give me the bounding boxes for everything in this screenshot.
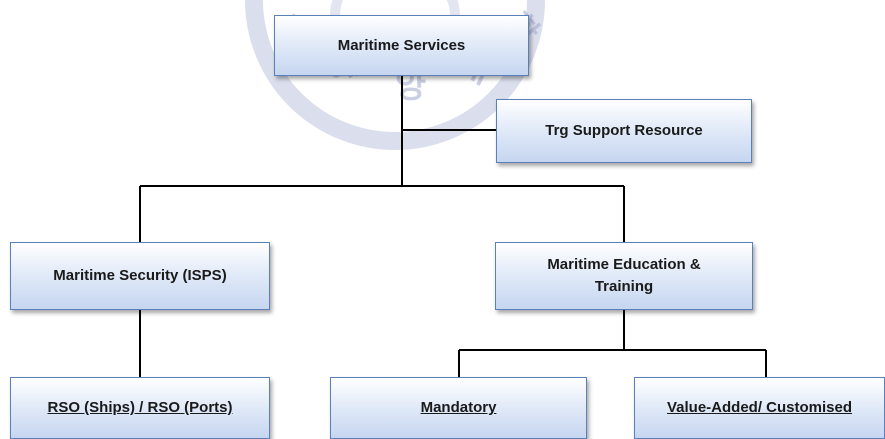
node-rso: RSO (Ships) / RSO (Ports) — [10, 377, 270, 439]
node-label: RSO (Ships) / RSO (Ports) — [47, 399, 233, 417]
node-maritime-education-training: Maritime Education & Training — [495, 242, 753, 310]
node-label: Value-Added/ Customised — [666, 399, 853, 417]
node-label: Mandatory — [420, 399, 497, 417]
node-trg-support-resource: Trg Support Resource — [496, 99, 752, 163]
node-label: Maritime Security (ISPS) — [53, 267, 227, 285]
node-mandatory: Mandatory — [330, 377, 587, 439]
node-label: Maritime Services — [337, 36, 466, 54]
node-maritime-services: Maritime Services — [274, 15, 529, 76]
node-label: Maritime Education & Training — [547, 256, 701, 295]
node-value-added-customised: Value-Added/ Customised — [634, 377, 885, 439]
node-maritime-security: Maritime Security (ISPS) — [10, 242, 270, 310]
node-label: Trg Support Resource — [545, 122, 703, 140]
